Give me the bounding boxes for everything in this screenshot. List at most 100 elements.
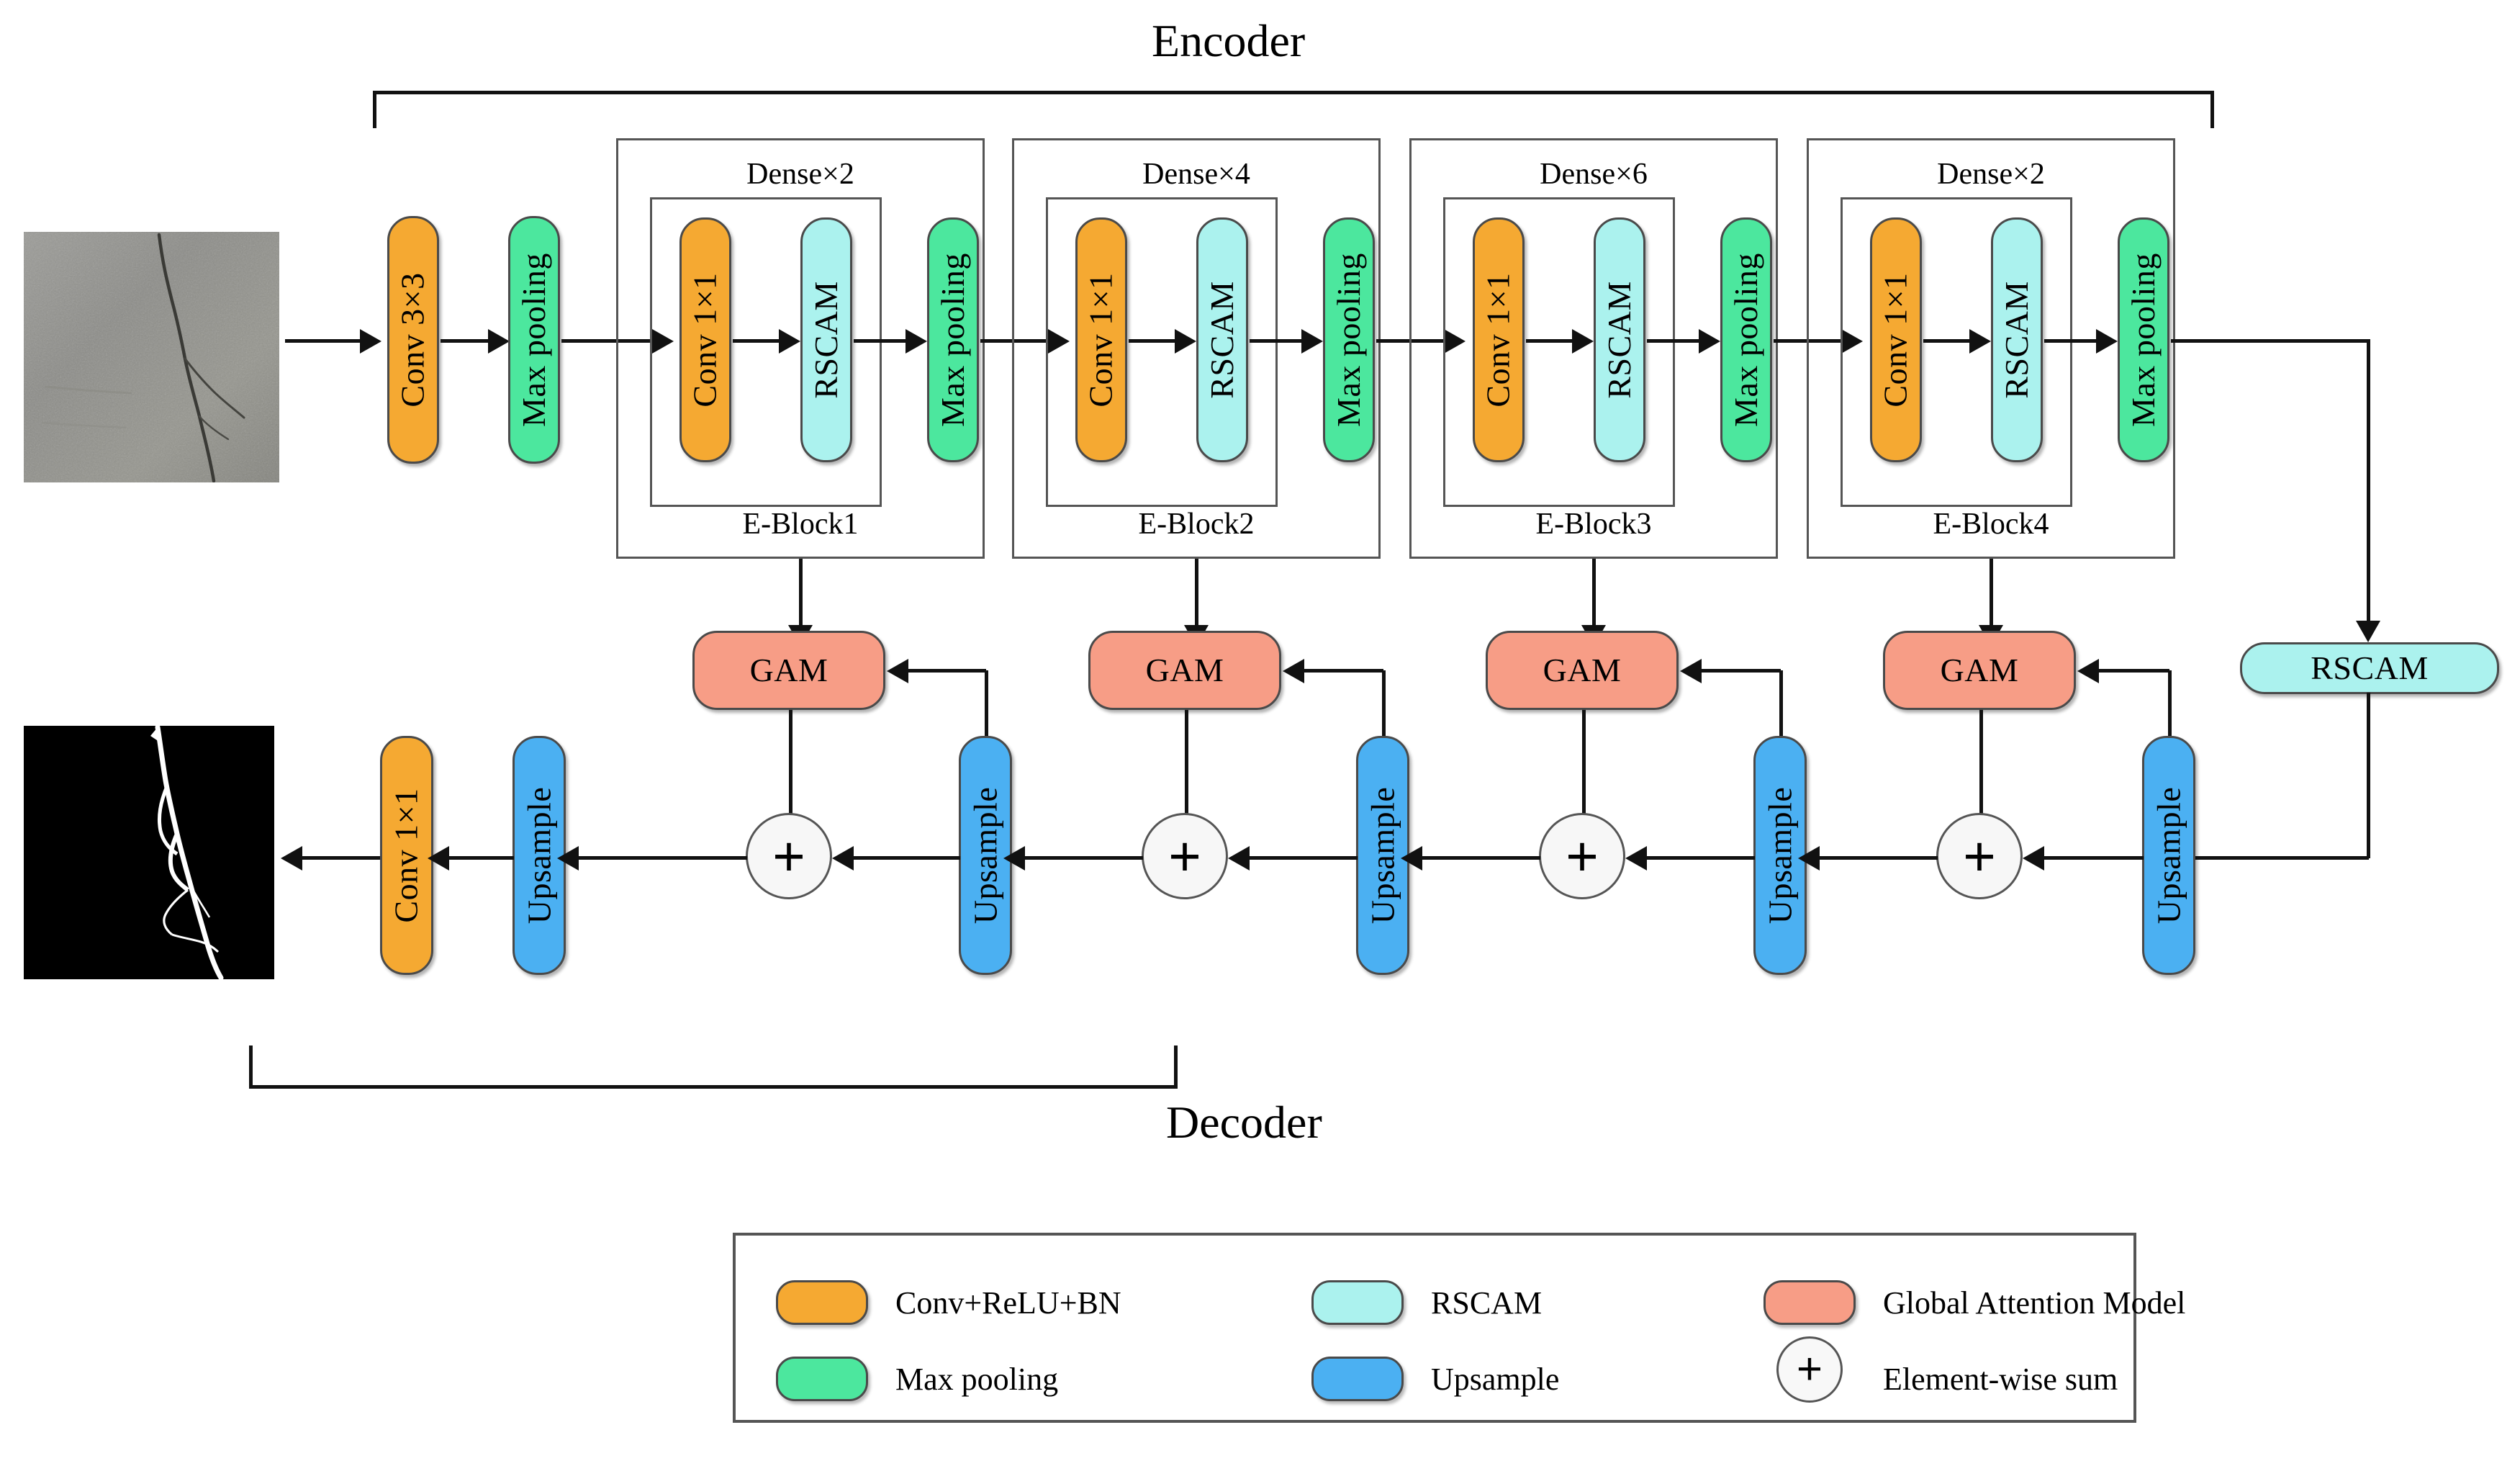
block-label: Upsample — [1364, 786, 1401, 925]
line-sum4-to-ups4 — [1805, 856, 1938, 860]
line-ups5-to-gam4 — [2085, 669, 2169, 673]
arrowhead-pool-to-eblock1 — [652, 329, 674, 354]
line-ups4-up-to-gam3 — [1779, 670, 1783, 742]
plus-icon: + — [1566, 824, 1599, 888]
e-block-2-frame — [1012, 138, 1381, 559]
arrowhead-sum3-to-ups3 — [1401, 846, 1422, 871]
encoder-label: Encoder — [1152, 15, 1306, 66]
block-label: Conv 1×1 — [687, 272, 723, 408]
legend-label-rscam: RSCAM — [1431, 1285, 1543, 1321]
decoder-label: Decoder — [1166, 1097, 1322, 1148]
element-wise-sum-1[interactable]: + — [746, 813, 832, 899]
element-wise-sum-3[interactable]: + — [1539, 813, 1625, 899]
e-block-2-label: E-Block2 — [1138, 508, 1255, 541]
line-ups2-to-sum1 — [839, 856, 960, 860]
legend-label-conv: Conv+ReLU+BN — [895, 1285, 1121, 1321]
e-block-1-rscam[interactable]: RSCAM — [800, 217, 852, 462]
line-bottleneck-down — [2367, 693, 2370, 858]
plus-icon: + — [1168, 824, 1201, 888]
arrowhead-into-gam2 — [1283, 659, 1304, 683]
line-gam4-to-sum4 — [1979, 710, 1983, 831]
block-label: GAM — [1543, 652, 1622, 688]
e-block-3-conv-1x1[interactable]: Conv 1×1 — [1473, 217, 1525, 462]
block-conv-3x3[interactable]: Conv 3×3 — [387, 216, 439, 464]
e-block-3-max-pooling[interactable]: Max pooling — [1720, 217, 1772, 462]
block-label: RSCAM — [1601, 281, 1638, 399]
line-ups4-to-sum3 — [1632, 856, 1755, 860]
line-ups5-up-to-gam4 — [2168, 670, 2172, 742]
e-block-1-arrow-rscam-to-pool — [854, 339, 910, 343]
plus-icon: + — [772, 824, 805, 888]
line-gam2-to-sum2 — [1185, 710, 1188, 831]
gam-2[interactable]: GAM — [1088, 631, 1281, 710]
legend-swatch-sum: + — [1776, 1336, 1843, 1403]
line-bottleneck-to-upsample5 — [2168, 856, 2369, 860]
block-label: RSCAM — [1203, 281, 1241, 399]
gam-1[interactable]: GAM — [692, 631, 885, 710]
arrowhead-eblock3-to-eblock4 — [1841, 329, 1863, 354]
block-label: RSCAM — [808, 281, 845, 399]
arrowhead-into-bottleneck — [2356, 621, 2380, 642]
line-sum1-to-ups1 — [564, 856, 747, 860]
decoder-bracket — [249, 1045, 1178, 1089]
e-block-1-label: E-Block1 — [742, 508, 859, 541]
e-block-4-conv-1x1[interactable]: Conv 1×1 — [1870, 217, 1922, 462]
e-block-4-arrow-rscam-to-pool — [2044, 339, 2100, 343]
e-block-2-arrowhead-rscam-to-pool — [1301, 329, 1323, 354]
e-block-2-dense-frame — [1046, 197, 1278, 507]
bottleneck-rscam[interactable]: RSCAM — [2240, 642, 2499, 694]
e-block-2-conv-1x1[interactable]: Conv 1×1 — [1075, 217, 1127, 462]
arrowhead-eblock1-to-eblock2 — [1048, 329, 1070, 354]
line-ups3-to-sum2 — [1235, 856, 1358, 860]
upsample-5[interactable]: Upsample — [2142, 736, 2195, 975]
e-block-3-arrow-conv-to-rscam — [1526, 339, 1576, 343]
block-label: Max pooling — [1728, 253, 1765, 427]
line-ups2-up-to-gam1 — [985, 670, 988, 742]
arrow-eblock1-to-eblock2 — [980, 339, 1051, 343]
line-ups1-to-conv — [435, 856, 514, 860]
block-label: GAM — [749, 652, 828, 688]
line-down-to-bottleneck — [2367, 339, 2370, 627]
skip-line-eblock3 — [1592, 559, 1596, 633]
line-ups4-to-gam3 — [1687, 669, 1781, 673]
legend-swatch-conv — [776, 1280, 868, 1325]
e-block-2-arrow-rscam-to-pool — [1250, 339, 1306, 343]
element-wise-sum-4[interactable]: + — [1936, 813, 2023, 899]
arrowhead-eblock2-to-eblock3 — [1444, 329, 1466, 354]
e-block-1-conv-1x1[interactable]: Conv 1×1 — [679, 217, 731, 462]
e-block-4-label: E-Block4 — [1933, 508, 2049, 541]
e-block-4-arrowhead-rscam-to-pool — [2096, 329, 2118, 354]
e-block-2-max-pooling[interactable]: Max pooling — [1323, 217, 1375, 462]
plus-icon: + — [1796, 1344, 1823, 1395]
line-sum3-to-ups3 — [1408, 856, 1540, 860]
arrowhead-sum2-to-ups2 — [1003, 846, 1025, 871]
gam-3[interactable]: GAM — [1486, 631, 1679, 710]
e-block-4-frame — [1807, 138, 2175, 559]
decoder-conv-1x1[interactable]: Conv 1×1 — [380, 736, 433, 975]
plus-icon: + — [1963, 824, 1996, 888]
e-block-3-arrowhead-conv-to-rscam — [1572, 329, 1594, 354]
e-block-2-arrowhead-conv-to-rscam — [1175, 329, 1196, 354]
e-block-3-dense-frame — [1443, 197, 1675, 507]
upsample-2[interactable]: Upsample — [959, 736, 1012, 975]
element-wise-sum-2[interactable]: + — [1142, 813, 1228, 899]
e-block-2-rscam[interactable]: RSCAM — [1196, 217, 1248, 462]
e-block-4-rscam[interactable]: RSCAM — [1991, 217, 2043, 462]
line-ups2-to-gam1 — [894, 669, 986, 673]
e-block-2-arrow-conv-to-rscam — [1129, 339, 1179, 343]
block-max-pooling-stem[interactable]: Max pooling — [508, 216, 560, 464]
block-label: Upsample — [2150, 786, 2187, 925]
block-label: Max pooling — [515, 253, 553, 427]
arrowhead-into-gam4 — [2077, 659, 2099, 683]
e-block-3-label: E-Block3 — [1535, 508, 1652, 541]
gam-4[interactable]: GAM — [1883, 631, 2076, 710]
block-label: Conv 3×3 — [394, 272, 431, 408]
e-block-1-max-pooling[interactable]: Max pooling — [927, 217, 979, 462]
e-block-1-dense-frame — [650, 197, 882, 507]
e-block-4-max-pooling[interactable]: Max pooling — [2118, 217, 2169, 462]
block-label: Conv 1×1 — [1480, 272, 1517, 408]
arrow-eblock2-to-eblock3 — [1376, 339, 1447, 343]
block-label: Max pooling — [934, 253, 972, 427]
e-block-4-dense-frame — [1841, 197, 2072, 507]
e-block-3-rscam[interactable]: RSCAM — [1594, 217, 1645, 462]
